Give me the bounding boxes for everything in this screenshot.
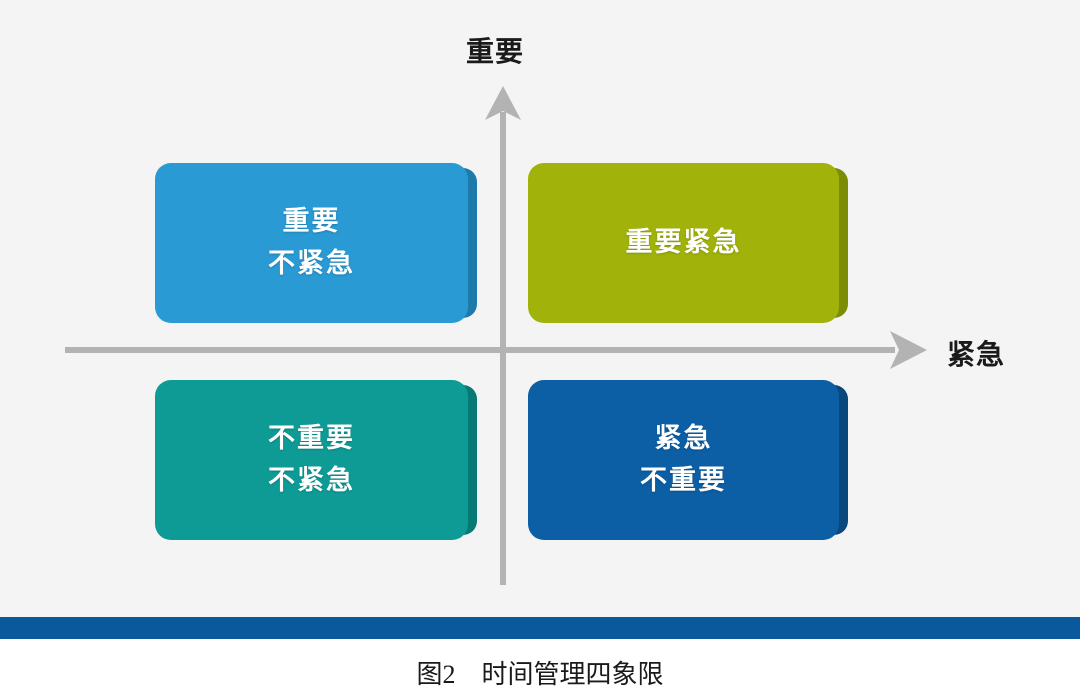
x-axis-label: 紧急 [947,339,1006,370]
quadrant-face: 重要 不紧急 [155,163,468,323]
quadrant-label-line: 重要紧急 [625,227,742,258]
quadrant-label-line: 紧急 [654,423,713,454]
quadrant-label-line: 不重要 [268,423,355,454]
page-bottom-area [0,639,1080,699]
quadrant-label-line: 不重要 [640,465,727,495]
quadrant-face: 不重要 不紧急 [155,380,468,540]
figure-caption: 图2 时间管理四象限 [416,660,664,689]
quadrant-label-line: 不紧急 [268,465,355,495]
y-axis-label: 重要 [466,36,525,67]
quadrant-label-line: 重要 [282,206,341,237]
quadrant-important-urgent[interactable]: 重要紧急 [528,163,848,323]
quadrant-label-line: 不紧急 [268,248,355,278]
blue-divider-bar [0,617,1080,639]
y-axis-arrowhead [485,86,521,120]
quadrant-urgent-not-important[interactable]: 紧急 不重要 [528,380,848,540]
quadrant-not-important-not-urgent[interactable]: 不重要 不紧急 [155,380,477,540]
quadrant-important-not-urgent[interactable]: 重要 不紧急 [155,163,477,323]
quadrant-face: 重要紧急 [528,163,839,323]
quadrant-face: 紧急 不重要 [528,380,839,540]
x-axis-arrowhead [890,331,927,369]
